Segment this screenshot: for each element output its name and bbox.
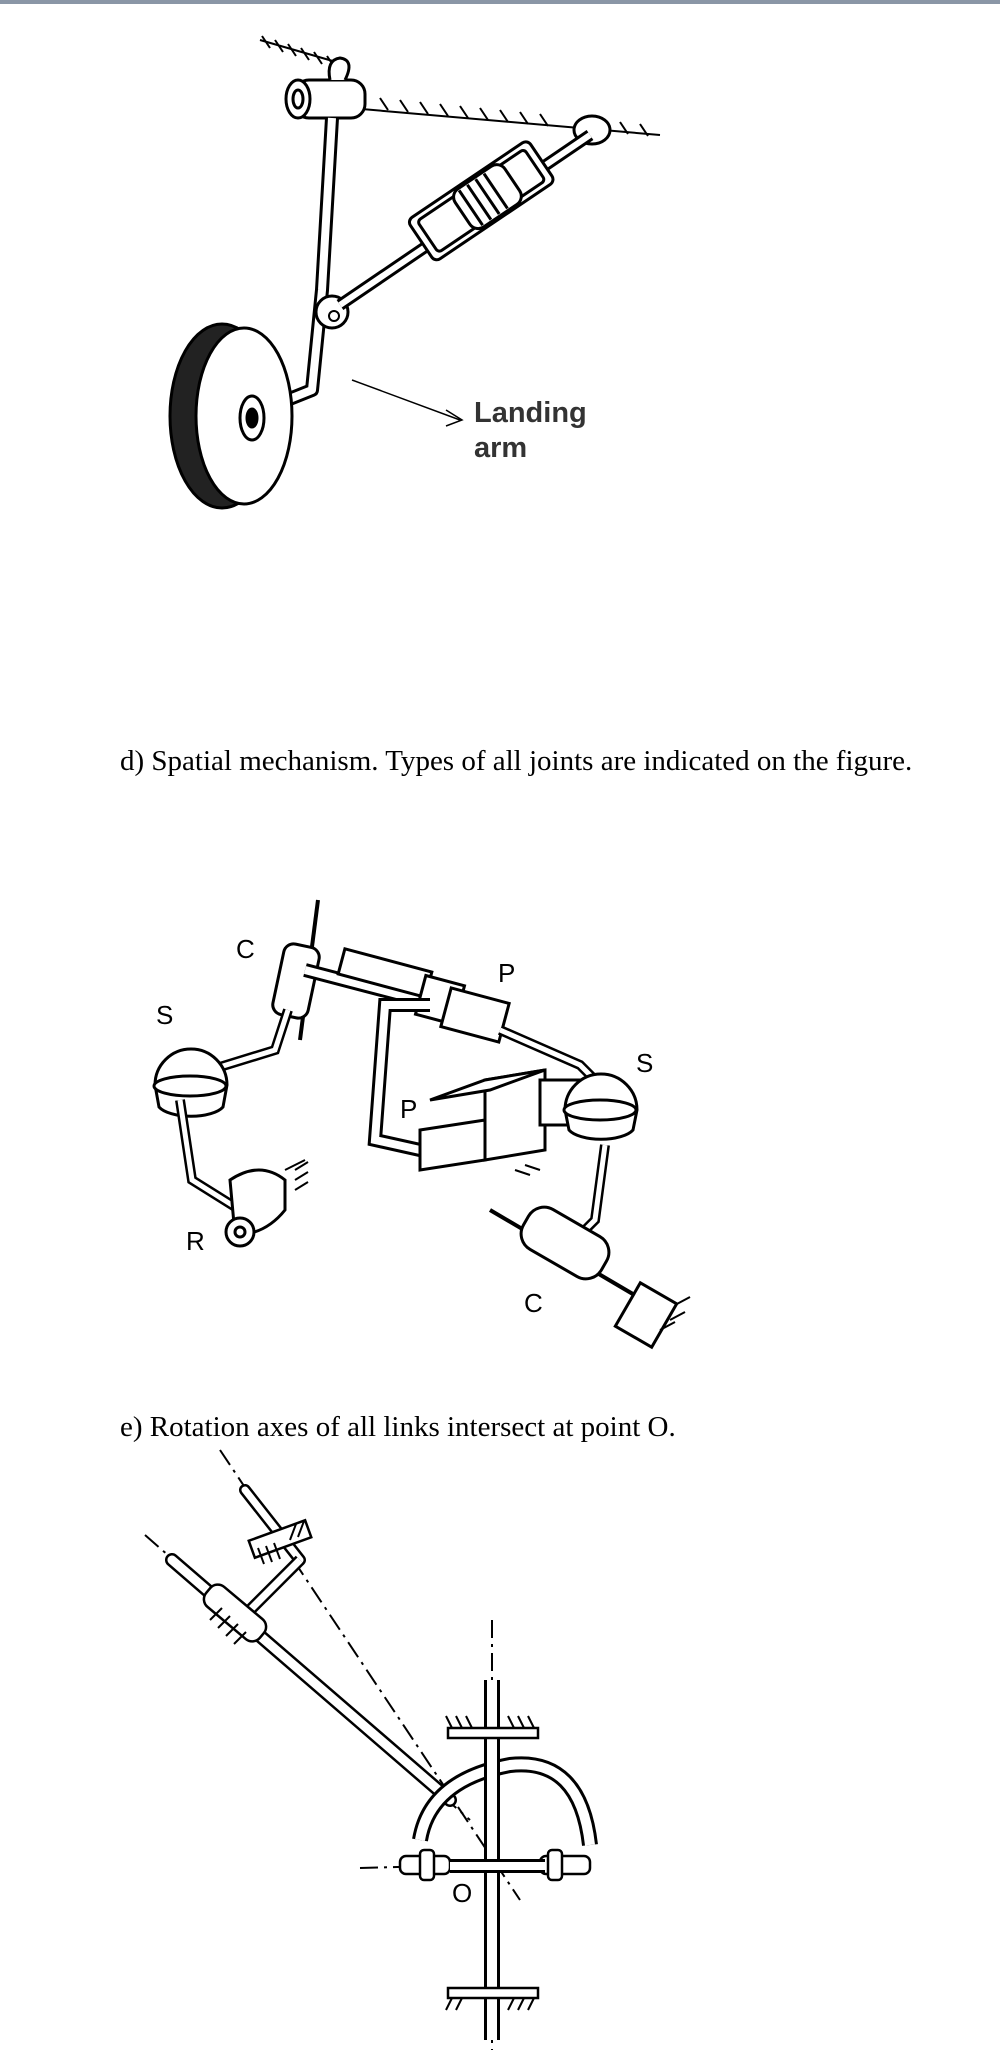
spherical-mechanism-figure: O bbox=[0, 1448, 1000, 2058]
upper-hatch bbox=[209, 1520, 305, 1645]
horizontal-pins bbox=[398, 1848, 592, 1882]
landing-arm-label-2: arm bbox=[474, 432, 527, 464]
spherical-mechanism-drawing: O bbox=[144, 1449, 598, 2050]
joint-label-s-left: S bbox=[156, 1000, 173, 1030]
ground-marks-d bbox=[294, 1161, 691, 1331]
arc-link bbox=[415, 1759, 595, 1846]
spatial-mechanism-figure: C P S S P R C bbox=[0, 880, 1000, 1360]
top-border bbox=[0, 0, 1000, 4]
damper-cylinder bbox=[407, 140, 555, 262]
joint-label-c-top: C bbox=[236, 934, 255, 964]
landing-gear-figure: Landing arm bbox=[0, 20, 1000, 520]
joint-label-r: R bbox=[186, 1226, 205, 1256]
joint-label-s-right: S bbox=[636, 1048, 653, 1078]
vertical-bearings bbox=[446, 1726, 540, 2000]
joint-label-p-middle: P bbox=[400, 1094, 417, 1124]
caption-d: d) Spatial mechanism. Types of all joint… bbox=[120, 745, 913, 777]
joint-label-c-bottom: C bbox=[524, 1288, 543, 1318]
landing-gear-drawing: Landing arm bbox=[168, 35, 661, 510]
upper-crank bbox=[239, 1484, 306, 1615]
top-pivot bbox=[284, 56, 367, 120]
point-o-label: O bbox=[452, 1878, 472, 1908]
joint-label-p-top: P bbox=[498, 958, 515, 988]
wheel bbox=[168, 322, 294, 510]
caption-e: e) Rotation axes of all links intersect … bbox=[120, 1411, 676, 1443]
spatial-mechanism-drawing: C P S S P R C bbox=[152, 899, 691, 1350]
upper-bearings bbox=[202, 1518, 313, 1643]
vertical-hatch bbox=[445, 1715, 535, 2011]
landing-arm-label-1: Landing bbox=[474, 397, 587, 429]
label-leader bbox=[351, 379, 461, 421]
